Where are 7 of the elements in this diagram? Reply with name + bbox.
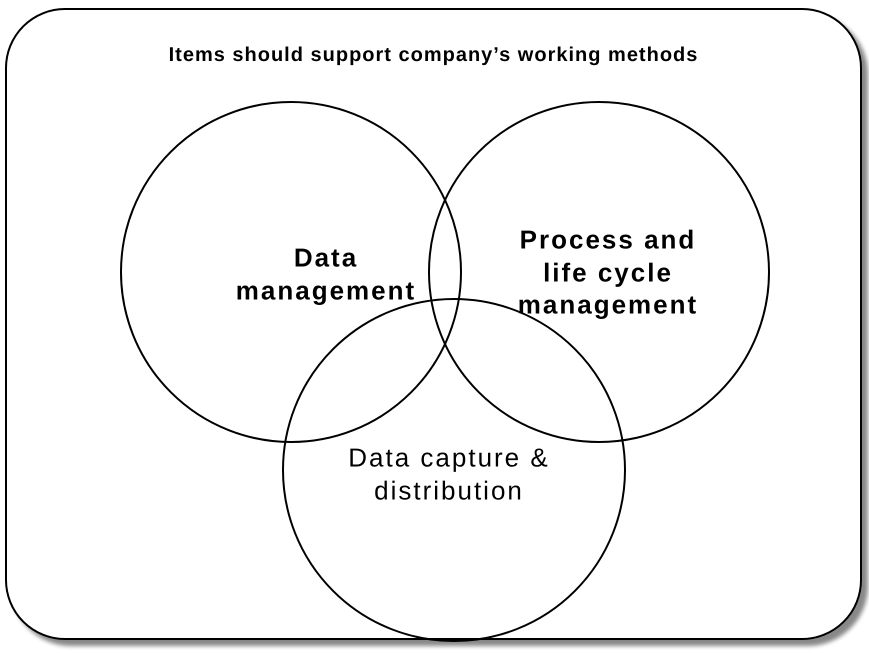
venn-circle [428,101,770,443]
circle-label: Data management [234,242,418,306]
circle-label: Data capture & distribution [347,442,551,506]
circle-label: Process and life cycle management [516,223,700,321]
venn-circle [120,101,462,443]
heading-text: Items should support company’s working methods [168,44,700,67]
rounded-panel [5,8,862,640]
